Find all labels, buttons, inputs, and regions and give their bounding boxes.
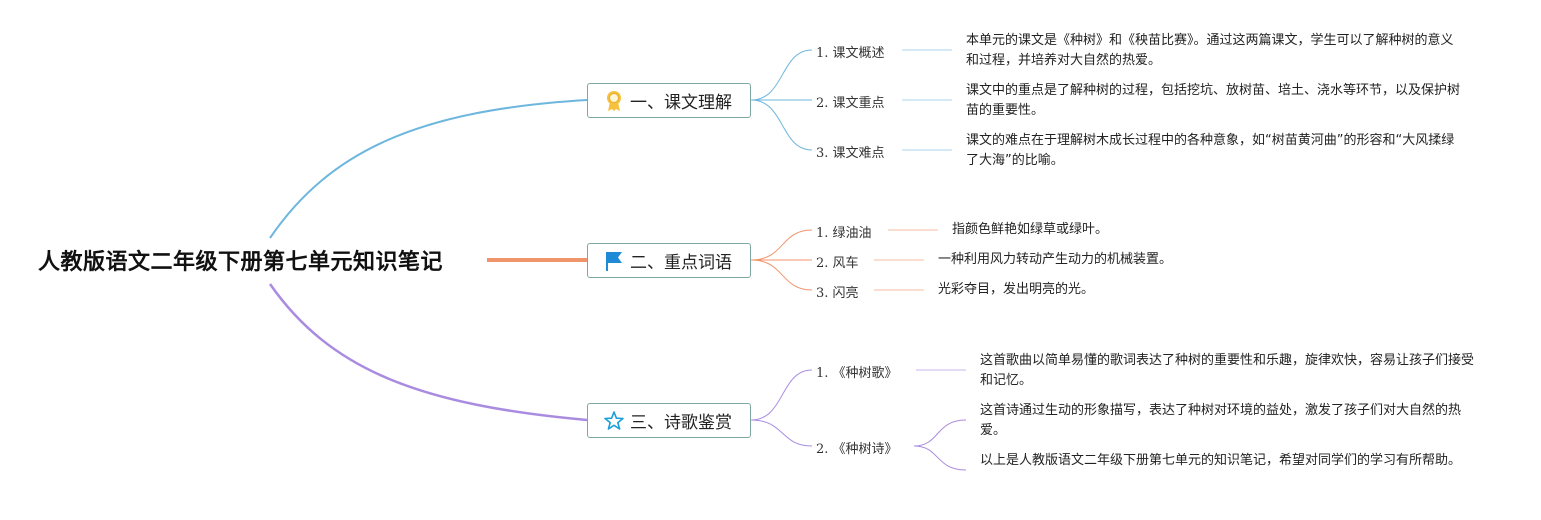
branch-topic-text-understanding[interactable]: 一、课文理解 <box>587 83 751 118</box>
award-ribbon-icon <box>604 90 624 112</box>
note-word-lvyouyou: 指颜色鲜艳如绿草或绿叶。 <box>952 222 1109 237</box>
subtopic-lesson-difficulties[interactable]: 3. 课文难点 <box>816 146 885 161</box>
subtopic-lesson-overview[interactable]: 1. 课文概述 <box>816 46 885 61</box>
note-closing-remark: 以上是人教版语文二年级下册第七单元的知识笔记，希望对同学们的学习有所帮助。 <box>980 453 1462 468</box>
subtopic-lesson-key-points[interactable]: 2. 课文重点 <box>816 96 885 111</box>
branch-label: 三、诗歌鉴赏 <box>630 413 732 433</box>
subtopic-word-shanliang[interactable]: 3. 闪亮 <box>816 286 859 301</box>
connector-root-branch-3 <box>268 283 588 422</box>
subtopic-word-fengche[interactable]: 2. 风车 <box>816 256 859 271</box>
branch-label: 一、课文理解 <box>630 93 732 113</box>
note-word-fengche: 一种利用风力转动产生动力的机械装置。 <box>938 252 1173 267</box>
note-song-zhongshuge: 这首歌曲以简单易懂的歌词表达了种树的重要性和乐趣，旋律欢快，容易让孩子们接受和记… <box>980 353 1475 388</box>
subtopic-word-lvyouyou[interactable]: 1. 绿油油 <box>816 226 872 241</box>
note-poem-zhongshushi: 这首诗通过生动的形象描写，表达了种树对环境的益处，激发了孩子们对大自然的热爱。 <box>980 403 1462 438</box>
branch-topic-key-words[interactable]: 二、重点词语 <box>587 243 751 278</box>
flag-icon <box>604 250 624 272</box>
subtopic-poem-zhongshushi[interactable]: 2. 《种树诗》 <box>816 442 898 457</box>
connector-root-branch-1 <box>269 99 588 239</box>
branch-topic-poetry-appreciation[interactable]: 三、诗歌鉴赏 <box>587 403 751 438</box>
note-word-shanliang: 光彩夺目，发出明亮的光。 <box>938 282 1095 297</box>
note-lesson-difficulties: 课文的难点在于理解树木成长过程中的各种意象，如“树苗黄河曲”的形容和“大风揉绿了… <box>966 133 1455 168</box>
note-lesson-overview: 本单元的课文是《种树》和《秧苗比赛》。通过这两篇课文，学生可以了解种树的意义和过… <box>966 33 1454 68</box>
subtopic-song-zhongshuge[interactable]: 1. 《种树歌》 <box>816 366 898 381</box>
branch-label: 二、重点词语 <box>630 253 732 273</box>
star-icon <box>604 410 624 432</box>
note-lesson-key-points: 课文中的重点是了解种树的过程，包括挖坑、放树苗、培土、浇水等环节，以及保护树苗的… <box>966 83 1461 118</box>
root-topic[interactable]: 人教版语文二年级下册第七单元知识笔记 <box>38 250 444 275</box>
